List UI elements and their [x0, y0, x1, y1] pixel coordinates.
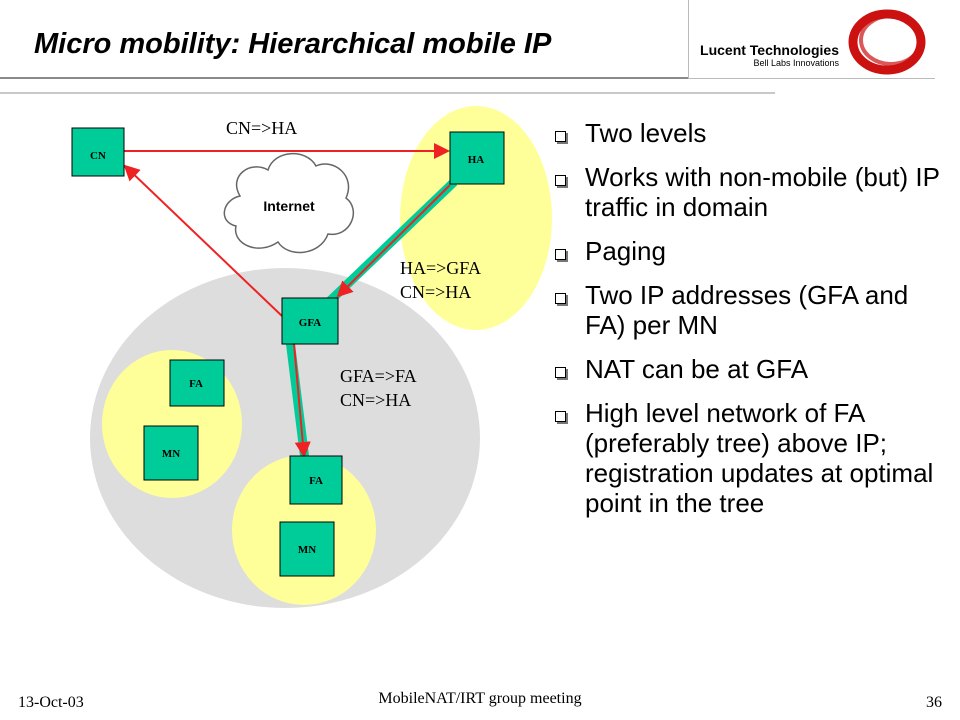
square-bullet-icon: [555, 293, 566, 304]
bullet-item: Paging: [553, 236, 953, 266]
internet-cloud-icon: Internet: [223, 152, 355, 254]
mn-left-label: MN: [162, 448, 180, 460]
bullet-item: NAT can be at GFA: [553, 354, 953, 384]
square-bullet-icon: [555, 411, 566, 422]
bullet-text: Paging: [585, 236, 666, 266]
mn-node-right: MN: [279, 521, 335, 577]
cn-node: CN: [71, 127, 125, 177]
bullet-item: High level network of FA (preferably tre…: [553, 398, 953, 518]
home-region: [400, 106, 552, 330]
brand-name: Lucent Technologies: [700, 42, 839, 58]
ha-label: HA: [468, 154, 485, 166]
slide-title: Micro mobility: Hierarchical mobile IP: [34, 28, 552, 60]
bullet-text: Works with non-mobile (but) IP traffic i…: [585, 162, 940, 222]
bullet-item: Works with non-mobile (but) IP traffic i…: [553, 162, 953, 222]
arrow-ha-gfa: [336, 184, 451, 298]
hierarchy-diagram: Internet CN HA GFA FA MN FA MN CN=>HA HA…: [71, 106, 552, 608]
square-bullet-icon: [555, 249, 566, 260]
square-bullet-icon: [555, 175, 566, 186]
label-gfa-fa-2: CN=>HA: [340, 390, 411, 410]
bullet-text: NAT can be at GFA: [585, 354, 809, 384]
fa-left-label: FA: [189, 378, 203, 390]
title-divider: [0, 77, 775, 79]
label-ha-gfa-2: CN=>HA: [400, 282, 471, 302]
internet-label: Internet: [263, 198, 315, 214]
gfa-label: GFA: [299, 317, 321, 329]
label-ha-gfa-1: HA=>GFA: [400, 258, 481, 278]
brand-header: Lucent Technologies Bell Labs Innovation…: [688, 0, 935, 79]
lucent-logo-icon: [848, 9, 926, 75]
bullet-text: High level network of FA (preferably tre…: [585, 398, 934, 518]
cn-label: CN: [90, 150, 106, 162]
square-bullet-icon: [555, 131, 566, 142]
bullet-text: Two levels: [585, 118, 707, 148]
fa-node-right: FA: [289, 455, 343, 505]
fa-right-label: FA: [309, 475, 323, 487]
bullet-list: Two levels Works with non-mobile (but) I…: [553, 118, 953, 532]
arrow-gfa-cn: [123, 164, 283, 317]
gfa-node: GFA: [281, 297, 339, 345]
bullet-item: Two IP addresses (GFA and FA) per MN: [553, 280, 953, 340]
title-divider-shadow: [0, 92, 775, 94]
label-gfa-fa-1: GFA=>FA: [340, 366, 417, 386]
square-bullet-icon: [555, 367, 566, 378]
bullet-text: Two IP addresses (GFA and FA) per MN: [585, 280, 909, 340]
label-cn-ha: CN=>HA: [226, 118, 297, 138]
mn-node-left: MN: [143, 425, 199, 481]
fa-node-left: FA: [169, 359, 225, 407]
bullet-item: Two levels: [553, 118, 953, 148]
arrow-gfa-fa: [293, 343, 311, 458]
footer-title: MobileNAT/IRT group meeting: [378, 690, 582, 707]
footer-date: 13-Oct-03: [18, 694, 84, 711]
mn-right-label: MN: [298, 544, 316, 556]
ha-node: HA: [449, 131, 505, 185]
page-number: 36: [926, 694, 942, 711]
brand-tagline: Bell Labs Innovations: [753, 58, 839, 68]
